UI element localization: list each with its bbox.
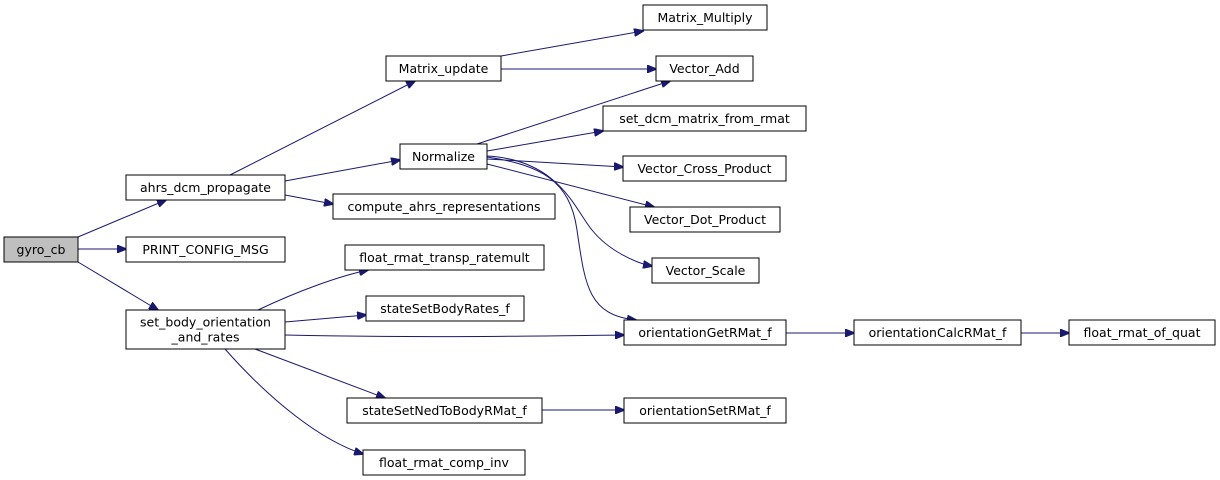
node-orientationCalcRMat_f[interactable]: orientationCalcRMat_f (853, 319, 1022, 346)
node-box (1068, 319, 1216, 346)
node-ahrs_dcm_propagate[interactable]: ahrs_dcm_propagate (125, 174, 286, 201)
node-compute_ahrs_representations[interactable]: compute_ahrs_representations (332, 193, 556, 220)
node-box (125, 309, 286, 350)
node-label: orientationGetRMat_f (638, 325, 772, 340)
node-Matrix_update[interactable]: Matrix_update (385, 55, 502, 82)
node-box (362, 449, 526, 476)
node-box (3, 236, 79, 263)
node-label: set_dcm_matrix_from_rmat (619, 111, 790, 126)
edge-set_body_orientation_and_rates-to-stateSetNedToBodyRMat_f (254, 348, 385, 398)
node-Normalize[interactable]: Normalize (399, 143, 488, 170)
node-box (125, 174, 286, 201)
node-box (346, 397, 543, 424)
node-label: _and_rates (171, 330, 240, 345)
node-label: Vector_Dot_Product (644, 212, 766, 227)
node-float_rmat_comp_inv[interactable]: float_rmat_comp_inv (362, 449, 526, 476)
node-box (853, 319, 1022, 346)
node-box (332, 193, 556, 220)
node-stateSetBodyRates_f[interactable]: stateSetBodyRates_f (365, 295, 525, 322)
node-label: Vector_Cross_Product (637, 161, 771, 176)
node-Vector_Scale[interactable]: Vector_Scale (651, 257, 760, 284)
node-label: Normalize (412, 149, 475, 164)
node-box (622, 155, 787, 182)
node-box (125, 236, 286, 263)
edge-Normalize-to-Vector_Cross_Product (486, 158, 623, 167)
node-label: float_rmat_of_quat (1084, 325, 1201, 340)
node-orientationSetRMat_f[interactable]: orientationSetRMat_f (623, 397, 787, 424)
edge-set_body_orientation_and_rates-to-float_rmat_comp_inv (224, 348, 363, 454)
node-box (623, 319, 787, 346)
node-box (655, 55, 754, 82)
edge-ahrs_dcm_propagate-to-compute_ahrs_representations (284, 194, 333, 204)
node-PRINT_CONFIG_MSG[interactable]: PRINT_CONFIG_MSG (125, 236, 286, 263)
edge-set_body_orientation_and_rates-to-float_rmat_transp_ratemult (257, 270, 368, 311)
nodes-layer: gyro_cb ahrs_dcm_propagatePRINT_CONFIG_MS… (3, 4, 1216, 476)
node-float_rmat_transp_ratemult[interactable]: float_rmat_transp_ratemult (344, 244, 545, 271)
node-label: gyro_cb (17, 242, 66, 257)
node-label: orientationSetRMat_f (639, 403, 771, 418)
node-float_rmat_of_quat[interactable]: float_rmat_of_quat (1068, 319, 1216, 346)
node-box (642, 4, 768, 31)
edge-gyro_cb-to-ahrs_dcm_propagate (77, 200, 166, 238)
node-box (385, 55, 502, 82)
node-box (623, 397, 787, 424)
node-label: orientationCalcRMat_f (869, 325, 1007, 340)
node-label: stateSetBodyRates_f (380, 301, 510, 316)
edge-Normalize-to-Vector_Add (476, 81, 670, 145)
node-Matrix_Multiply[interactable]: Matrix_Multiply (642, 4, 768, 31)
edge-ahrs_dcm_propagate-to-Matrix_update (229, 81, 415, 176)
node-box (651, 257, 760, 284)
edges-layer (77, 31, 1069, 454)
edge-set_body_orientation_and_rates-to-stateSetBodyRates_f (284, 315, 366, 323)
node-orientationGetRMat_f[interactable]: orientationGetRMat_f (623, 319, 787, 346)
node-label: stateSetNedToBodyRMat_f (362, 403, 527, 418)
node-Vector_Cross_Product[interactable]: Vector_Cross_Product (622, 155, 787, 182)
node-label: compute_ahrs_representations (347, 199, 540, 214)
node-gyro_cb[interactable]: gyro_cb (3, 236, 79, 263)
node-label: ahrs_dcm_propagate (140, 180, 271, 195)
node-label: PRINT_CONFIG_MSG (142, 242, 268, 257)
node-Vector_Add[interactable]: Vector_Add (655, 55, 754, 82)
edge-Normalize-to-orientationGetRMat_f (486, 156, 636, 320)
node-box (344, 244, 545, 271)
edge-set_body_orientation_and_rates-to-orientationGetRMat_f (284, 335, 624, 337)
node-box (629, 206, 781, 233)
node-stateSetNedToBodyRMat_f[interactable]: stateSetNedToBodyRMat_f (346, 397, 543, 424)
node-label: Vector_Add (669, 61, 739, 76)
node-set_body_orientation_and_rates[interactable]: set_body_orientation_and_rates (125, 309, 286, 350)
node-box (602, 105, 807, 132)
node-label: float_rmat_transp_ratemult (359, 250, 530, 265)
edge-Normalize-to-Vector_Dot_Product (486, 163, 654, 207)
edge-gyro_cb-to-set_body_orientation_and_rates (77, 261, 158, 310)
node-label: Vector_Scale (666, 263, 746, 278)
edge-Normalize-to-set_dcm_matrix_from_rmat (486, 131, 603, 152)
edge-Normalize-to-Vector_Scale (486, 155, 652, 266)
node-box (399, 143, 488, 170)
edge-ahrs_dcm_propagate-to-Normalize (284, 160, 400, 182)
node-label: float_rmat_comp_inv (379, 455, 510, 470)
node-Vector_Dot_Product[interactable]: Vector_Dot_Product (629, 206, 781, 233)
node-box (365, 295, 525, 322)
node-label: set_body_orientation (140, 315, 271, 330)
node-label: Matrix_update (399, 61, 489, 76)
edge-Matrix_update-to-Matrix_Multiply (500, 31, 643, 57)
node-label: Matrix_Multiply (658, 10, 754, 25)
node-set_dcm_matrix_from_rmat[interactable]: set_dcm_matrix_from_rmat (602, 105, 807, 132)
